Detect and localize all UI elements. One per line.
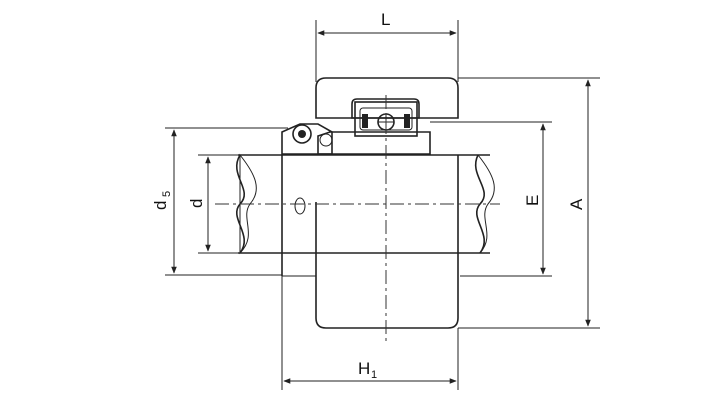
dimension-H1: H 1 — [283, 359, 457, 384]
label-d5: d — [151, 201, 170, 210]
dimension-A: A — [567, 79, 591, 327]
label-H1-subscript: 1 — [371, 369, 377, 381]
extension-lines — [165, 77, 600, 390]
dimension-d: d — [187, 156, 211, 252]
label-H1: H — [358, 359, 370, 378]
center-lines — [215, 95, 500, 345]
label-E: E — [523, 195, 542, 206]
label-L: L — [381, 10, 390, 29]
dimension-d5: d 5 — [151, 129, 177, 274]
label-d: d — [187, 199, 206, 208]
inner-ring-collar — [281, 123, 431, 160]
dimension-L: L — [315, 10, 459, 82]
housing-rubber-ring — [315, 77, 459, 119]
housing-body — [281, 155, 459, 329]
label-d5-subscript: 5 — [161, 191, 173, 197]
dimension-E: E — [523, 123, 546, 275]
shaft — [235, 153, 495, 255]
label-A: A — [567, 198, 586, 210]
